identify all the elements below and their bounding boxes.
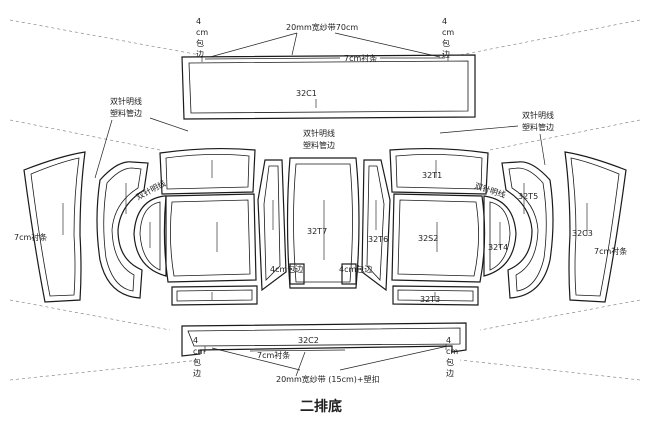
- guide-lines: [9, 19, 641, 381]
- piece-32c2: 32C2: [181, 322, 467, 357]
- piece-32t3: 32T3: [392, 285, 479, 306]
- diagram-title: 二排底: [300, 398, 342, 415]
- part-code-32t3: 32T3: [420, 295, 440, 304]
- piece-32t4: 32T4: [483, 195, 517, 277]
- piece-left-inner: [133, 195, 167, 277]
- part-code-32s2: 32S2: [418, 234, 438, 243]
- svg-text:边: 边: [193, 368, 201, 378]
- svg-text:边: 边: [442, 49, 450, 59]
- piece-bottom-left-strip: [171, 285, 258, 306]
- piece-left-outer: [23, 151, 86, 303]
- piece-big-left: [163, 193, 257, 283]
- piece-32c1: 32C1: [181, 54, 476, 120]
- svg-text:双针明线: 双针明线: [303, 128, 335, 138]
- svg-text:边: 边: [196, 49, 204, 59]
- svg-text:包: 包: [442, 38, 450, 48]
- piece-32s2: 32S2: [391, 193, 486, 283]
- part-code-32c1: 32C1: [296, 89, 317, 98]
- svg-text:包: 包: [193, 357, 201, 367]
- part-code-32t6: 32T6: [368, 235, 388, 244]
- bottom-strap-leaders: [211, 345, 449, 377]
- top-binding-left: 4 cm 包 边: [196, 17, 208, 59]
- bottom-binding-left: 4 cm 包 边: [193, 336, 205, 378]
- svg-text:塑料管边: 塑料管边: [522, 122, 554, 132]
- top-lining-label: 7cm衬条: [344, 53, 377, 63]
- part-code-32c2: 32C2: [298, 336, 319, 345]
- svg-text:边: 边: [446, 368, 454, 378]
- part-code-32t4: 32T4: [488, 243, 508, 252]
- piece-upper-left-window: [159, 147, 256, 195]
- part-code-32c3: 32C3: [572, 229, 593, 238]
- svg-text:4: 4: [196, 17, 201, 26]
- bottom-binding-right: 4 cm 包 边: [446, 336, 458, 378]
- svg-text:cm: cm: [196, 28, 208, 37]
- piece-32t1: 32T1: [389, 147, 489, 195]
- top-binding-right: 4 cm 包 边: [442, 17, 454, 59]
- piece-32c3: 32C3: [564, 151, 627, 303]
- top-strap-leaders: [204, 32, 445, 60]
- part-code-32t7: 32T7: [307, 227, 327, 236]
- svg-text:cm: cm: [446, 347, 458, 356]
- svg-text:4: 4: [442, 17, 447, 26]
- svg-text:双针明线: 双针明线: [110, 96, 142, 106]
- bottom-lining-label: 7cm衬条: [257, 350, 290, 360]
- part-code-32t5: 32T5: [518, 192, 538, 201]
- part-code-32t1: 32T1: [422, 171, 442, 180]
- svg-text:cm: cm: [442, 28, 454, 37]
- svg-text:cm: cm: [193, 347, 205, 356]
- svg-text:双针明线: 双针明线: [522, 110, 554, 120]
- binding-4cm-right: 4cm包边: [339, 264, 372, 274]
- piece-32t5: 32T5: [501, 161, 554, 299]
- svg-text:塑料管边: 塑料管边: [303, 140, 335, 150]
- note-left-stitch: 双针明线 塑料管边: [94, 96, 189, 179]
- top-strap-label: 20mm宽纱带70cm: [286, 22, 358, 32]
- binding-4cm-left: 4cm包边: [270, 264, 303, 274]
- note-right-stitch: 双针明线 塑料管边: [439, 110, 554, 166]
- svg-text:4: 4: [446, 336, 451, 345]
- piece-32t7: 32T7: [286, 157, 360, 289]
- bottom-strap-label: 20mm宽纱带 (15cm)+塑扣: [276, 374, 380, 384]
- piece-left-post: [257, 159, 287, 292]
- svg-text:包: 包: [196, 38, 204, 48]
- svg-text:塑料管边: 塑料管边: [110, 108, 142, 118]
- note-center-stitch: 双针明线 塑料管边: [303, 128, 335, 150]
- piece-left-second: [96, 161, 149, 299]
- svg-text:4: 4: [193, 336, 198, 345]
- svg-text:包: 包: [446, 357, 454, 367]
- right-lining-label: 7cm衬条: [594, 246, 627, 256]
- left-lining-label: 7cm衬条: [14, 232, 47, 242]
- piece-32t6: 32T6: [361, 159, 391, 292]
